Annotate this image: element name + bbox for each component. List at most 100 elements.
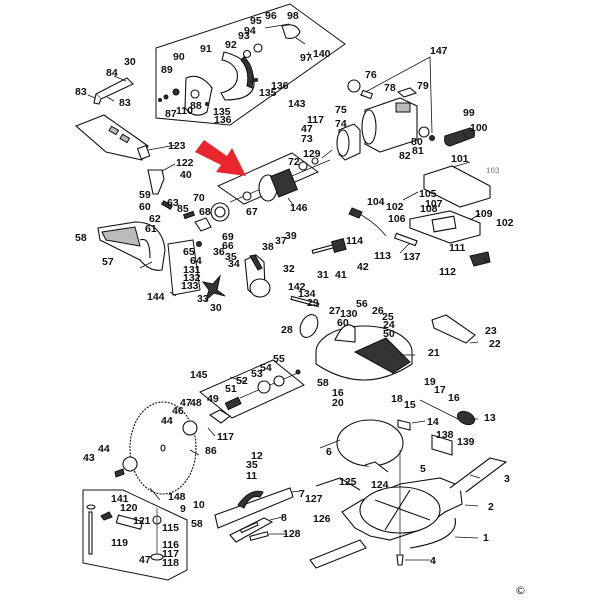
spring-68-part bbox=[182, 210, 196, 220]
upper-blade-guard-part bbox=[220, 51, 255, 101]
part-label: 116 bbox=[162, 539, 179, 551]
part-label: 27 bbox=[329, 305, 341, 317]
part-label: 85 bbox=[177, 203, 189, 215]
part-label: 82 bbox=[399, 150, 411, 162]
fence-8-part bbox=[229, 517, 274, 543]
part-label: 54 bbox=[260, 362, 272, 374]
part-label: 135 bbox=[213, 106, 231, 118]
part-label: 121 bbox=[133, 515, 151, 527]
part-label: 100 bbox=[470, 122, 488, 134]
part-label: 40 bbox=[180, 169, 192, 181]
part-label: 136 bbox=[271, 80, 289, 92]
brush-cap-part bbox=[429, 135, 435, 141]
part-label: 6 bbox=[326, 446, 332, 458]
clip-120-part bbox=[100, 511, 113, 521]
part-label: 106 bbox=[388, 213, 406, 225]
miter-knob-13-part bbox=[419, 399, 476, 426]
part-label: 73 bbox=[301, 133, 313, 145]
part-label: 52 bbox=[236, 375, 248, 387]
guard-cover-96-part bbox=[281, 24, 301, 39]
part-label: 127 bbox=[305, 493, 323, 505]
part-label: 63 bbox=[167, 197, 179, 209]
screw-87-part bbox=[158, 98, 162, 102]
part-label: 61 bbox=[145, 223, 157, 235]
bearing-53-part bbox=[273, 375, 285, 387]
part-label: 35 bbox=[246, 459, 258, 471]
part-label: 84 bbox=[106, 67, 118, 79]
part-label: 142 bbox=[288, 281, 306, 293]
part-label: 109 bbox=[475, 208, 493, 220]
part-label: 105 bbox=[419, 188, 437, 200]
part-label: 29 bbox=[307, 297, 319, 309]
screw-136-part bbox=[205, 102, 209, 106]
part-label: 125 bbox=[339, 476, 357, 488]
highlight-arrow bbox=[195, 140, 246, 176]
part-label: 31 bbox=[317, 269, 329, 281]
part-label: 122 bbox=[176, 157, 194, 169]
part-label: 1 bbox=[483, 532, 489, 544]
part-label: 91 bbox=[200, 43, 212, 55]
part-label: 66 bbox=[222, 240, 234, 252]
part-label: 2 bbox=[488, 501, 494, 513]
part-label: 24 bbox=[383, 319, 395, 331]
flange-44-outer bbox=[122, 456, 138, 472]
part-label: 19 bbox=[424, 376, 436, 388]
part-label: 23 bbox=[485, 325, 497, 337]
copyright-symbol: © bbox=[515, 584, 526, 597]
part-label: 47 bbox=[139, 554, 151, 566]
part-label: 42 bbox=[357, 261, 369, 273]
part-label: 30 bbox=[210, 302, 222, 314]
rod-29-part bbox=[290, 295, 320, 308]
part-label: 12 bbox=[251, 450, 263, 462]
bevel-plate-27-part bbox=[299, 314, 319, 338]
part-label: 114 bbox=[346, 235, 363, 247]
kerf-plate-139-part bbox=[431, 434, 453, 456]
part-label: 131 bbox=[183, 264, 201, 276]
clamp-block-121-part bbox=[115, 514, 144, 530]
part-label: 117 bbox=[307, 114, 324, 126]
part-label: 89 bbox=[161, 64, 173, 76]
part-label: 9 bbox=[180, 503, 186, 515]
saw-blade-part bbox=[129, 401, 197, 495]
part-label: 11 bbox=[246, 470, 257, 482]
part-labels: 30 84 83 83 89 90 91 92 93 94 95 96 98 1… bbox=[75, 10, 514, 569]
part-label: 87 bbox=[165, 108, 177, 120]
spring-63-part bbox=[160, 200, 174, 210]
part-label: 21 bbox=[428, 347, 440, 359]
part-label: 14 bbox=[427, 416, 439, 428]
part-label: 16 bbox=[332, 387, 344, 399]
part-label: 134 bbox=[298, 288, 316, 300]
part-label: 143 bbox=[288, 98, 306, 110]
part-label: 102 bbox=[386, 201, 404, 213]
brush-holder-76-part bbox=[347, 79, 361, 93]
brush-holder-80-part bbox=[418, 126, 430, 138]
bracket-69-part bbox=[194, 217, 212, 232]
part-label: 58 bbox=[191, 518, 203, 530]
part-label: 3 bbox=[504, 473, 510, 485]
part-label: 126 bbox=[313, 513, 331, 525]
leader-lines bbox=[87, 23, 488, 561]
part-label: 15 bbox=[404, 399, 416, 411]
part-label: 99 bbox=[463, 107, 475, 119]
part-label: 8 bbox=[281, 512, 287, 524]
part-label: 72 bbox=[288, 156, 300, 168]
part-label: 112 bbox=[439, 266, 456, 278]
part-label: 20 bbox=[332, 397, 344, 409]
part-label: 60 bbox=[139, 201, 151, 213]
part-label: 76 bbox=[365, 69, 377, 81]
part-label: 16 bbox=[448, 392, 460, 404]
part-label: 110 bbox=[176, 105, 193, 117]
miter-latch-14-part bbox=[397, 419, 411, 431]
part-label: 65 bbox=[183, 246, 195, 258]
lower-guard-plate-part bbox=[184, 75, 213, 116]
motor-field-part bbox=[336, 123, 361, 161]
strain-relief-113-part bbox=[393, 232, 418, 247]
part-label: 69 bbox=[222, 231, 234, 243]
part-label: 25 bbox=[382, 311, 394, 323]
screw-88-part bbox=[172, 88, 180, 96]
part-label: 104 bbox=[367, 196, 385, 208]
part-label: 41 bbox=[335, 269, 347, 281]
screw-110-part bbox=[163, 94, 169, 100]
part-label: 103 bbox=[486, 167, 499, 175]
part-label: 64 bbox=[190, 255, 202, 267]
